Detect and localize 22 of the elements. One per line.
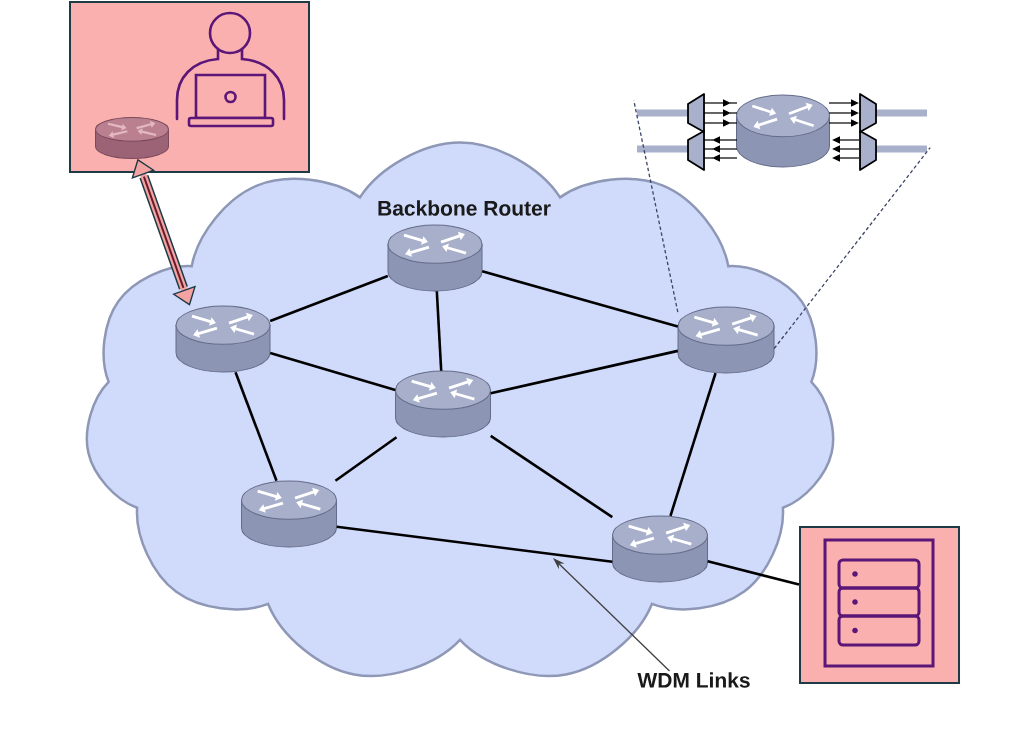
router-icon bbox=[612, 515, 708, 583]
leader-arrow bbox=[553, 558, 671, 672]
router-icon bbox=[175, 305, 271, 373]
link-line bbox=[269, 274, 389, 323]
router-icon bbox=[241, 480, 337, 548]
link-line bbox=[336, 525, 613, 564]
router-label: Backbone Router bbox=[378, 200, 551, 216]
link-line bbox=[669, 372, 717, 517]
router-icon bbox=[387, 224, 483, 292]
router-icon bbox=[395, 370, 491, 438]
link-line bbox=[490, 349, 679, 395]
link-line bbox=[435, 291, 443, 371]
link-line bbox=[334, 436, 398, 482]
link-line bbox=[481, 270, 679, 328]
link-line bbox=[269, 351, 396, 392]
router-icon bbox=[677, 306, 775, 374]
router-icon bbox=[95, 117, 169, 159]
link-label: WDM Links bbox=[637, 672, 750, 688]
dashed-line bbox=[773, 146, 931, 350]
link-line bbox=[707, 559, 800, 586]
link-line bbox=[490, 434, 614, 519]
link-line bbox=[234, 371, 278, 482]
